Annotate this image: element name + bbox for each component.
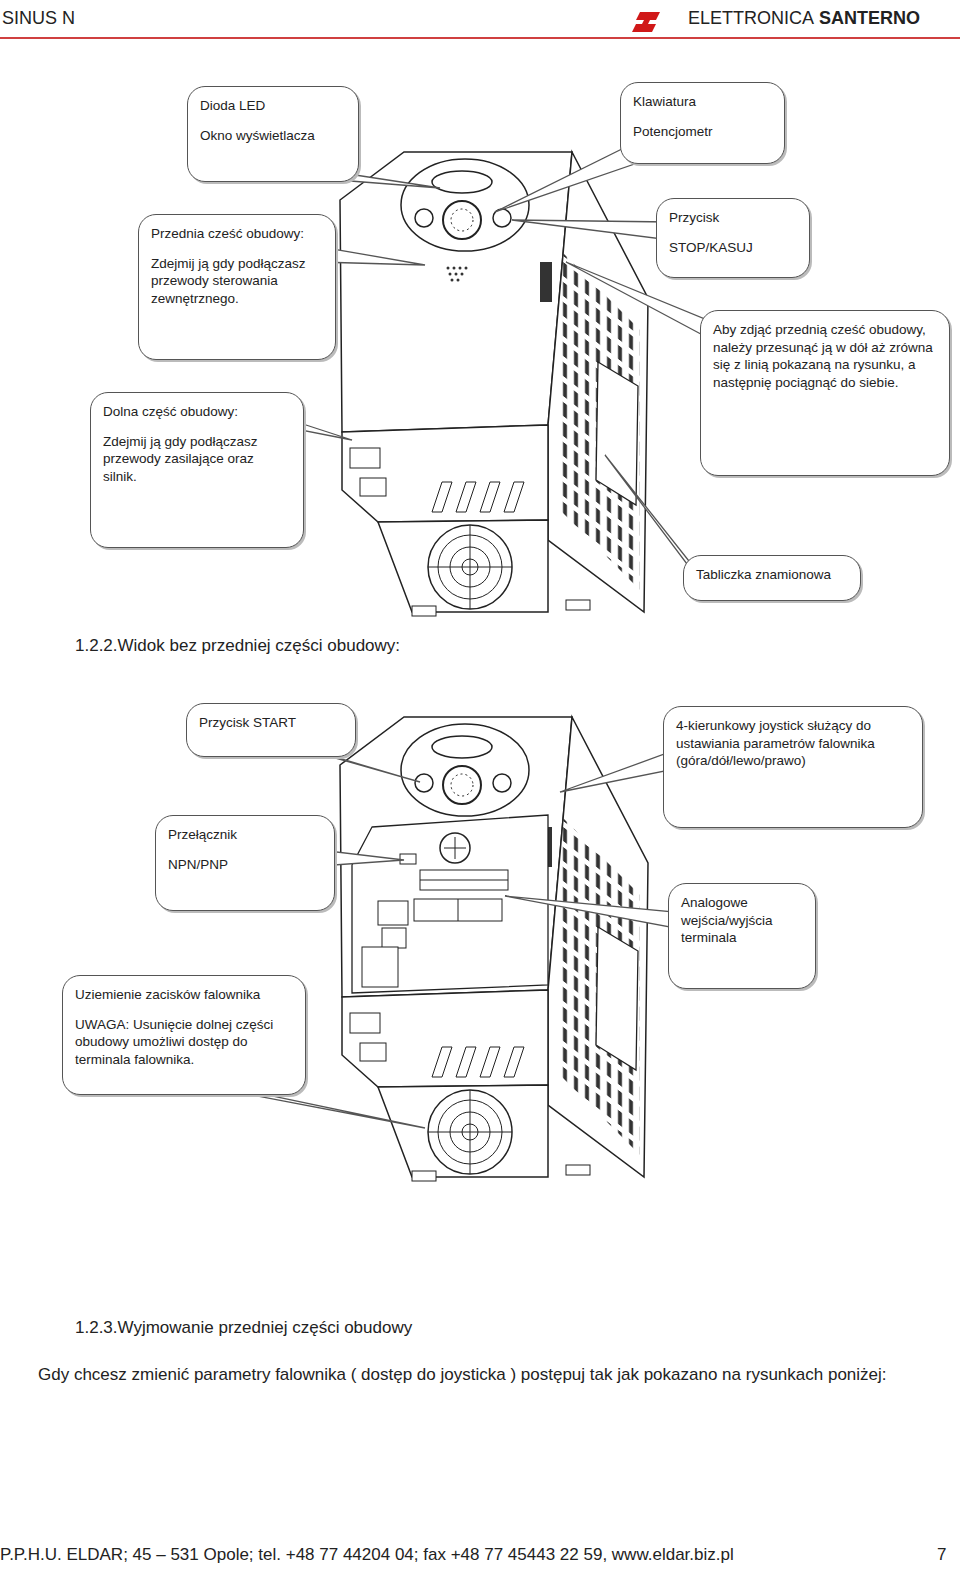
inverter-without-cover (340, 717, 648, 1181)
callout-bubble: PrzyciskSTOP/KASUJ (656, 198, 810, 278)
callout-text: Okno wyświetlacza (200, 127, 346, 145)
callout-text: NPN/PNP (168, 856, 322, 874)
brand-name: SANTERNO (819, 8, 920, 29)
callout-bubble: Uziemienie zacisków falownikaUWAGA: Usun… (62, 975, 306, 1095)
callout-text: Zdejmij ją gdy podłączasz przewody zasil… (103, 433, 291, 486)
brand-name: ELETTRONICA (688, 8, 814, 29)
callout-bubble: KlawiaturaPotencjometr (620, 82, 785, 164)
callout-text: Przełącznik (168, 826, 322, 844)
page-text: 1.2.2.Widok bez przedniej części obudowy… (75, 636, 400, 656)
callout-text: 4-kierunkowy joystick służący do ustawia… (676, 717, 910, 770)
callout-bubble: Aby zdjąć przednią cześć obudowy, należy… (700, 310, 950, 476)
page-text: SINUS N (2, 8, 75, 29)
callout-text: STOP/KASUJ (669, 239, 797, 257)
page-text: P.P.H.U. ELDAR; 45 – 531 Opole; tel. +48… (0, 1545, 734, 1565)
callout-bubble: Dolna część obudowy: Zdejmij ją gdy podłą… (90, 392, 304, 548)
callout-text: Aby zdjąć przednią cześć obudowy, należy… (713, 321, 937, 391)
callout-bubble: Analogowe wejścia/wyjścia terminala (668, 883, 816, 989)
callout-bubble: PrzełącznikNPN/PNP (155, 815, 335, 911)
page-text: 7 (937, 1545, 946, 1565)
callout-bubble: Przycisk START (186, 703, 356, 757)
callout-text: Analogowe wejścia/wyjścia terminala (681, 894, 803, 947)
body-paragraph: Gdy chcesz zmienić parametry falownika (… (38, 1364, 918, 1386)
callout-text: UWAGA: Usunięcie dolnej części obudowy u… (75, 1016, 293, 1069)
callout-text: Dioda LED (200, 97, 346, 115)
callout-text: Potencjometr (633, 123, 772, 141)
header-rule (0, 12, 960, 38)
callout-text: Uziemienie zacisków falownika (75, 986, 293, 1004)
callout-text: Przycisk (669, 209, 797, 227)
page-text: 1.2.3.Wyjmowanie przedniej części obudow… (75, 1318, 412, 1338)
callout-text: Tabliczka znamionowa (696, 566, 848, 584)
callout-text: Klawiatura (633, 93, 772, 111)
callout-text: Dolna część obudowy: (103, 403, 291, 421)
callout-text: Przednia cześć obudowy: (151, 225, 323, 243)
callout-bubble: Dioda LED Okno wyświetlacza (187, 86, 359, 182)
callout-bubble: 4-kierunkowy joystick służący do ustawia… (663, 706, 923, 828)
brand-line: ELETTRONICASANTERNO (688, 8, 920, 29)
callout-text: Przycisk START (199, 714, 343, 732)
callout-text: Zdejmij ją gdy podłączasz przewody stero… (151, 255, 323, 308)
callout-bubble: Tabliczka znamionowa (683, 555, 861, 601)
callout-bubble: Przednia cześć obudowy: Zdejmij ją gdy po… (138, 214, 336, 360)
